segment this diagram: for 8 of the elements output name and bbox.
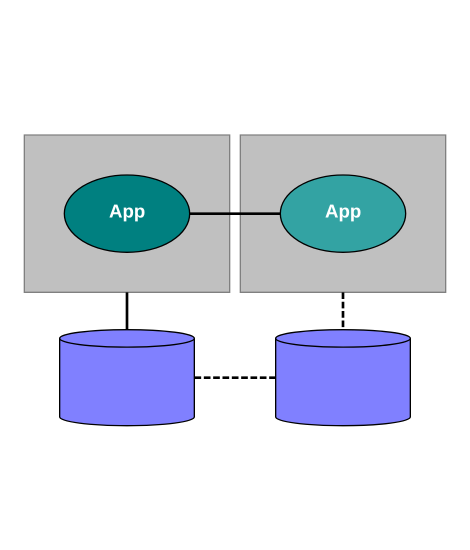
connector [194, 376, 276, 379]
connector [342, 292, 344, 330]
node-ellipse: App [64, 174, 190, 253]
cluster [240, 134, 446, 293]
node-ellipse: App [280, 174, 406, 253]
connector [126, 292, 128, 330]
cluster [24, 134, 230, 293]
connector [190, 212, 280, 215]
